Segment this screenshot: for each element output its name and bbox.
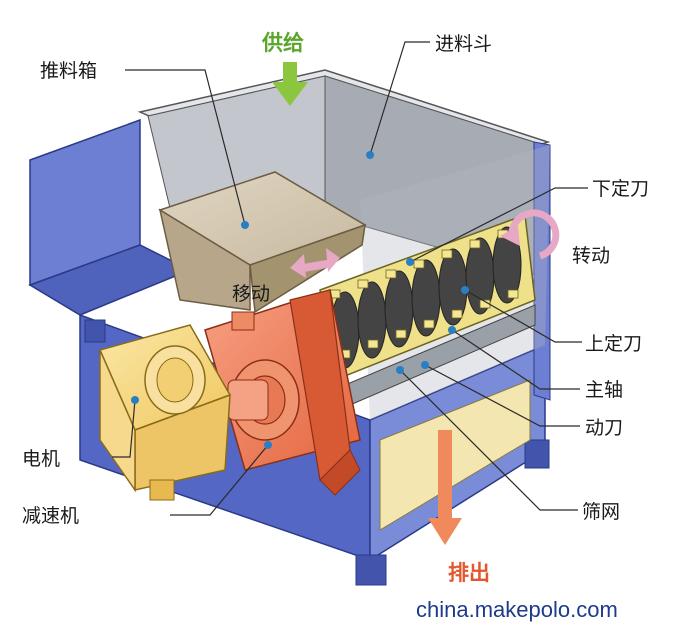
rotor <box>319 213 536 406</box>
rotate-arrow-icon <box>500 209 560 260</box>
move-label: 移动 <box>232 283 270 305</box>
upper-fixed-blade-label: 上定刀 <box>585 333 642 355</box>
motor-label: 电机 <box>22 448 60 470</box>
screen-label: 筛网 <box>582 501 620 523</box>
leader-lines <box>112 41 588 516</box>
push-box-label: 推料箱 <box>40 60 97 82</box>
discharge-arrow <box>428 430 462 545</box>
supply-arrow <box>272 62 308 106</box>
motor <box>98 324 232 501</box>
move-arrow-icon <box>290 248 340 278</box>
hopper-label: 进料斗 <box>435 33 492 55</box>
discharge-label: 排出 <box>448 561 490 585</box>
main-shaft-label: 主轴 <box>585 379 623 401</box>
supply-label: 供给 <box>261 31 304 55</box>
reducer-label: 减速机 <box>22 505 79 527</box>
moving-blade-label: 动刀 <box>585 417 623 439</box>
rotate-label: 转动 <box>572 245 610 267</box>
lower-fixed-blade-label: 下定刀 <box>592 178 649 200</box>
watermark: china.makepolo.com <box>416 597 618 622</box>
reducer <box>204 289 361 496</box>
